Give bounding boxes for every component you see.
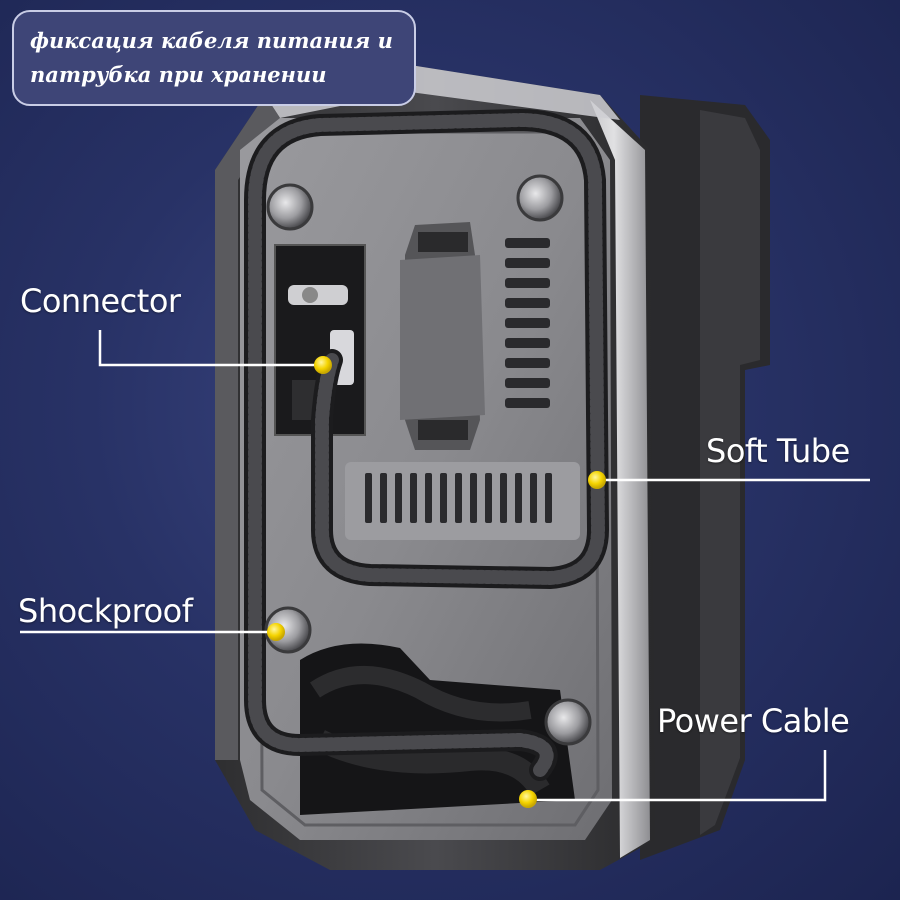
banner-line-2: патрубка при хранении [30, 62, 327, 87]
soft-tube-label: Soft Tube [706, 432, 850, 470]
shockproof-feet [264, 174, 592, 746]
power-cable-label: Power Cable [657, 702, 850, 740]
leader-lines [20, 330, 870, 802]
shockproof-label: Shockproof [18, 592, 193, 630]
connector-marker [314, 356, 332, 374]
storage-info-banner: фиксация кабеля питания и патрубка при х… [12, 10, 416, 106]
connector-label: Connector [20, 282, 181, 320]
power-cable-marker [519, 790, 537, 808]
soft-tube [244, 109, 609, 781]
bottom-vents [345, 462, 580, 540]
foot-bottom-right [544, 698, 592, 746]
device-side [640, 95, 770, 860]
foot-top-left [266, 183, 314, 231]
power-cable-leader [530, 750, 827, 802]
markers [267, 356, 606, 808]
connector-leader [98, 330, 322, 367]
foot-bottom-left [264, 606, 312, 654]
shockproof-marker [267, 623, 285, 641]
foot-top-right [516, 174, 564, 222]
side-vents [505, 238, 550, 408]
center-block [400, 222, 485, 450]
soft-tube-marker [588, 471, 606, 489]
banner-line-1: фиксация кабеля питания и [30, 28, 393, 53]
